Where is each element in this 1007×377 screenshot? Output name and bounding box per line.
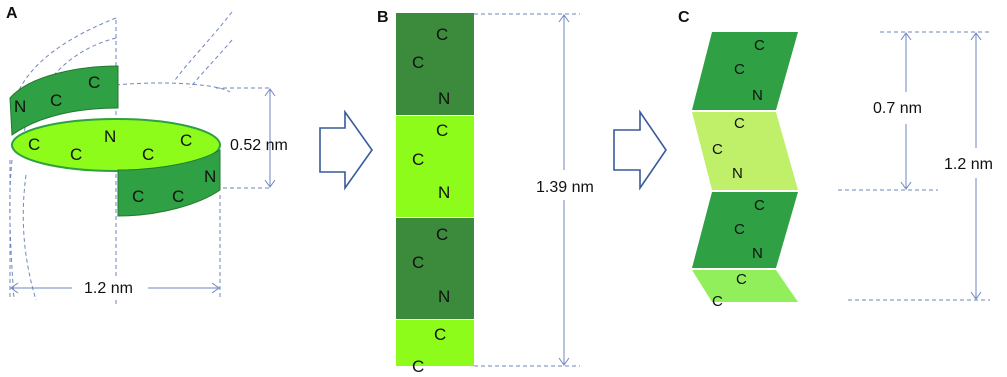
pitch-dimension-label: 0.7 nm [873, 100, 922, 117]
atom-label: C [436, 25, 448, 44]
atom-label: C [88, 73, 100, 92]
atom-label: N [438, 287, 450, 306]
atom-label: N [752, 245, 763, 262]
panel-b: B C C N C C N C C N C C 1.39 nm [377, 9, 594, 376]
atom-label: C [754, 197, 765, 214]
strand-segment [692, 112, 798, 190]
atom-label: C [754, 37, 765, 54]
ribbon-lower [117, 149, 221, 217]
height-dimension-label: 0.52 nm [230, 137, 288, 154]
atom-label: C [436, 225, 448, 244]
width-dimension-arrows [10, 282, 220, 294]
atom-label: N [204, 167, 216, 186]
ribbon-upper [9, 65, 119, 136]
strand-segment [692, 32, 798, 110]
atom-label: N [438, 183, 450, 202]
atom-label: C [412, 253, 424, 272]
atom-label: C [70, 145, 82, 164]
panel-a-label: A [6, 5, 18, 22]
atom-label: N [14, 97, 26, 116]
transition-arrow-ab [319, 109, 373, 191]
helix-guide-arc [115, 82, 231, 93]
strand-segment [692, 192, 798, 268]
ring-middle [11, 118, 221, 172]
atom-label: C [412, 53, 424, 72]
strand-segment [692, 270, 798, 302]
panel-a: A N C C C C N C C C C N 0.52 nm [6, 5, 288, 305]
length-dimension-label: 1.2 nm [944, 156, 993, 173]
strand-segment [396, 218, 474, 319]
transition-arrow-bc [613, 109, 667, 191]
atom-label: C [132, 187, 144, 206]
atom-label: C [436, 121, 448, 140]
length-dimension-arrows [558, 14, 570, 366]
atom-label: C [736, 271, 747, 288]
atom-label: C [50, 91, 62, 110]
atom-label: C [434, 325, 446, 344]
helix-guide-left [9, 17, 117, 301]
atom-label: N [438, 89, 450, 108]
strand-segment [396, 116, 474, 217]
atom-label: C [172, 187, 184, 206]
length-dimension-arrows [970, 32, 982, 300]
atom-label: C [142, 145, 154, 164]
strand-segment [396, 13, 474, 115]
atom-label: C [412, 150, 424, 169]
atom-label: C [734, 221, 745, 238]
atom-label: C [712, 141, 723, 158]
atom-label: C [180, 131, 192, 150]
panel-c-label: C [678, 9, 690, 26]
width-label-bg [72, 276, 148, 298]
panel-b-label: B [377, 9, 389, 26]
helix-guide-right [174, 11, 233, 89]
atom-label: N [752, 87, 763, 104]
atom-label: N [732, 165, 743, 182]
atom-label: C [28, 135, 40, 154]
panel-c: C C C N C C N C C N C C 0.7 nm 1.2 nm [678, 9, 993, 310]
width-dimension-label: 1.2 nm [84, 280, 133, 297]
atom-label: C [734, 115, 745, 132]
atom-label: C [734, 61, 745, 78]
height-dimension-arrows [264, 88, 276, 188]
strand-segment [396, 320, 474, 366]
atom-label: C [412, 357, 424, 376]
length-dimension-label: 1.39 nm [536, 179, 594, 196]
pitch-dimension-arrows [900, 32, 912, 190]
atom-label: N [104, 127, 116, 146]
atom-label: C [712, 293, 723, 310]
